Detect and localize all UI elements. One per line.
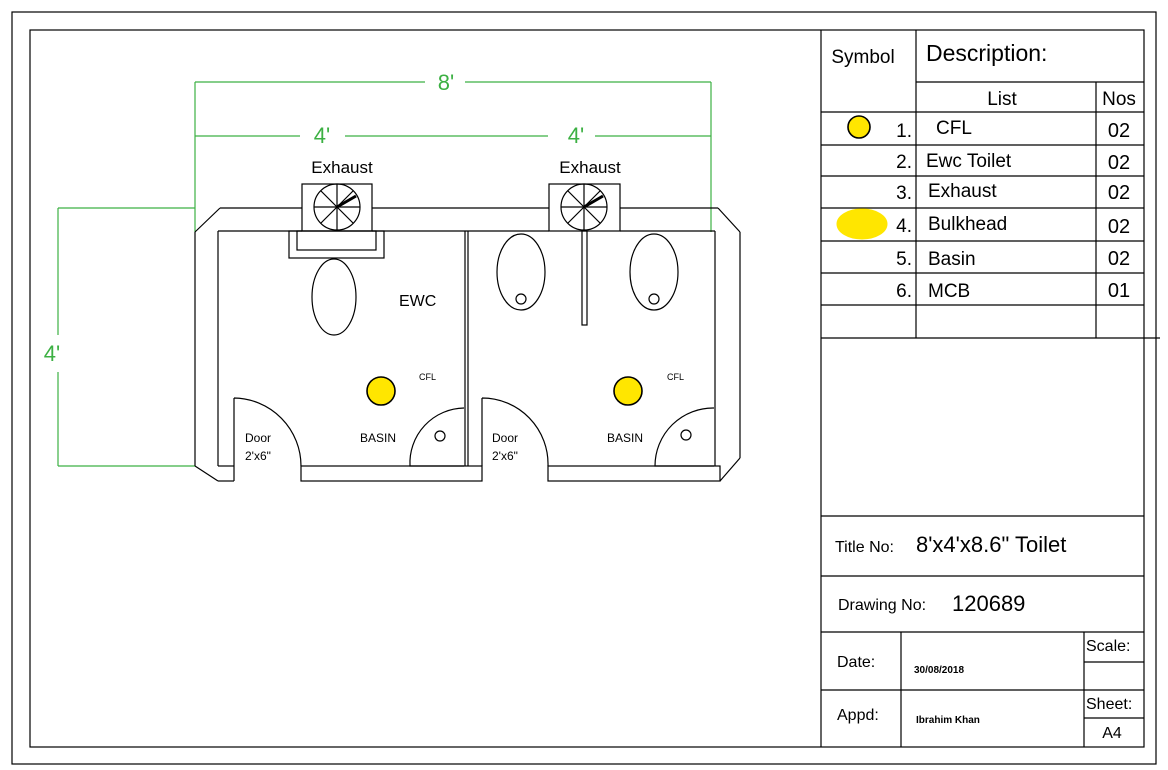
door-size-right: 2'x6" (492, 449, 518, 463)
ewc-toilet-icon (288, 230, 385, 336)
legend-item-num: 4. (896, 216, 912, 237)
bulkhead-symbol-icon (836, 208, 888, 240)
exhaust-fan-icon (301, 183, 373, 232)
legend-item-num: 5. (896, 249, 912, 270)
date-value: 30/08/2018 (914, 665, 964, 676)
cfl-light-icon (366, 376, 396, 406)
legend-item-name: Ewc Toilet (926, 151, 1012, 172)
description-header: Description: (926, 40, 1047, 66)
legend-item-num: 6. (896, 281, 912, 302)
basin-label-right: BASIN (607, 431, 643, 445)
squat-toilet-icon (496, 230, 679, 326)
scale-label: Scale: (1086, 638, 1130, 655)
legend-item-name: CFL (936, 118, 972, 139)
date-label: Date: (837, 654, 875, 671)
outer-border (11, 11, 1157, 765)
list-header: List (987, 89, 1017, 110)
drawing-label: Drawing No: (838, 597, 926, 614)
legend-item-nos: 02 (1108, 120, 1130, 142)
sheet-label: Sheet: (1086, 696, 1132, 713)
cfl-symbol-icon (847, 115, 871, 139)
door-size-left: 2'x6" (245, 449, 271, 463)
walls (194, 207, 741, 482)
dim-right-width: 4' (568, 123, 584, 148)
basin-label-left: BASIN (360, 431, 396, 445)
door-label-right: Door (492, 431, 518, 445)
title-block: Title No: 8'x4'x8.6" Toilet Drawing No: … (821, 515, 1144, 747)
sheet-value: A4 (1102, 725, 1122, 742)
legend-item-nos: 02 (1108, 216, 1130, 238)
exhaust-fan-icon (548, 183, 621, 232)
cfl-light-icon (613, 376, 643, 406)
drawing-value: 120689 (952, 591, 1025, 616)
legend-item-name: Exhaust (928, 181, 997, 202)
floor-plan: 8' 4' 4' 4' (44, 70, 741, 482)
legend-table: Symbol Description: List Nos 1. CFL 02 2… (820, 30, 1160, 747)
legend-item-name: MCB (928, 281, 970, 302)
legend-item-nos: 02 (1108, 248, 1130, 270)
door-swing-right (481, 397, 549, 467)
door-label-left: Door (245, 431, 271, 445)
exhaust-label-right: Exhaust (559, 158, 621, 177)
nos-header: Nos (1102, 89, 1136, 110)
title-value: 8'x4'x8.6" Toilet (916, 532, 1066, 557)
legend-item-nos: 01 (1108, 280, 1130, 302)
cfl-label-right: CFL (667, 372, 684, 382)
legend-item-name: Basin (928, 249, 976, 270)
legend-item-nos: 02 (1108, 152, 1130, 174)
dim-left-width: 4' (314, 123, 330, 148)
door-swing-left (233, 397, 302, 467)
dimension-lines (57, 81, 712, 467)
dim-total-width: 8' (438, 70, 454, 95)
title-label: Title No: (835, 539, 894, 556)
basin-icon (409, 407, 465, 467)
basin-icon (654, 407, 715, 467)
dim-depth: 4' (44, 341, 60, 366)
exhaust-label-left: Exhaust (311, 158, 373, 177)
legend-item-num: 1. (896, 121, 912, 142)
legend-item-num: 3. (896, 183, 912, 204)
legend-item-num: 2. (896, 152, 912, 173)
cfl-label-left: CFL (419, 372, 436, 382)
legend-item-name: Bulkhead (928, 214, 1007, 235)
appd-label: Appd: (837, 707, 879, 724)
symbol-header: Symbol (831, 47, 894, 68)
ewc-label: EWC (399, 293, 436, 310)
inner-border (29, 29, 1145, 748)
legend-item-nos: 02 (1108, 182, 1130, 204)
appd-value: Ibrahim Khan (916, 715, 980, 726)
